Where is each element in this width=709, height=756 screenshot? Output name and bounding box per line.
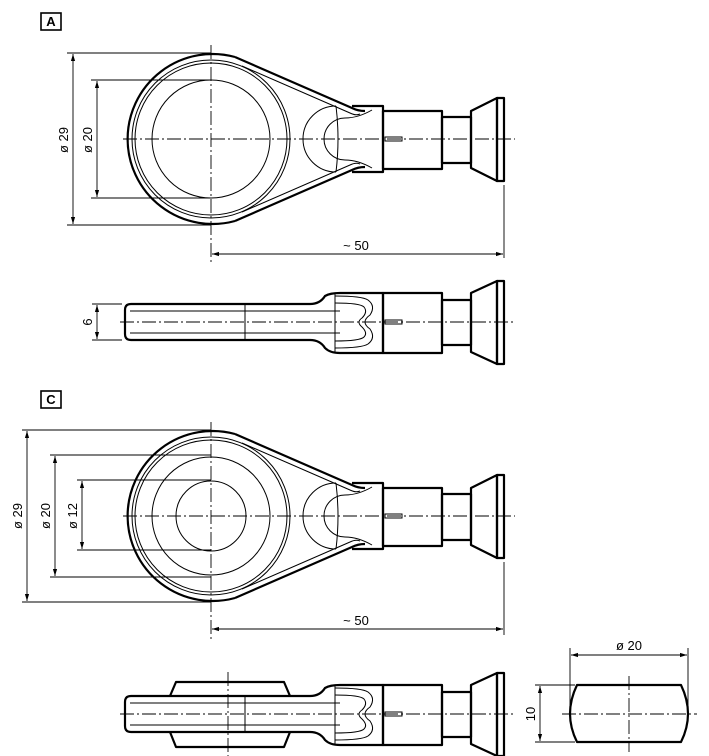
dim-c-detail-height: 10 [523, 707, 538, 721]
view-c-label: C [40, 390, 62, 409]
dim-c-length: ~ 50 [343, 613, 369, 628]
svg-text:C: C [46, 392, 56, 407]
svg-text:A: A [46, 14, 56, 29]
view-a-side [92, 279, 515, 366]
dim-c-middle-diameter: ø 20 [38, 503, 53, 529]
dim-c-detail-diameter: ø 20 [616, 638, 642, 653]
dim-c-outer-diameter: ø 29 [10, 503, 25, 529]
dim-a-bore-diameter: ø 20 [80, 127, 95, 153]
dim-c-bore-diameter: ø 12 [65, 503, 80, 529]
view-a-top [67, 45, 515, 262]
view-a-label: A [40, 12, 62, 31]
view-c-detail [535, 648, 697, 752]
view-c-side [120, 671, 515, 756]
dim-a-thickness: 6 [80, 318, 95, 325]
view-c-top [22, 422, 515, 639]
dim-a-outer-diameter: ø 29 [56, 127, 71, 153]
dim-a-length: ~ 50 [343, 238, 369, 253]
